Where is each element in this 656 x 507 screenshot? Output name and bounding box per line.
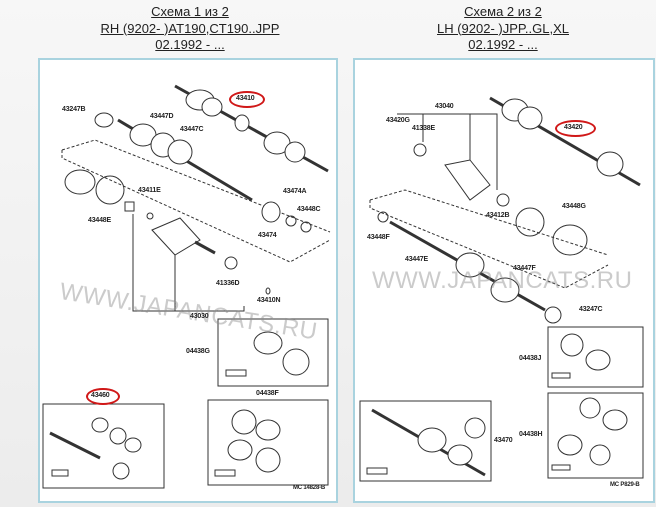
part-label[interactable]: 43410 bbox=[236, 95, 255, 102]
scheme-2-date-link[interactable]: 02.1992 - ... bbox=[468, 37, 538, 52]
part-label[interactable]: 43448G bbox=[562, 203, 586, 210]
highlight-circle bbox=[555, 120, 596, 137]
drive-shaft-assembly-2 bbox=[117, 118, 253, 202]
scheme-1-header: Схема 1 из 2 RH (9202- )AT190,CT190..JPP… bbox=[40, 4, 340, 54]
part-label[interactable]: 43447F bbox=[513, 265, 536, 272]
part-label[interactable]: 41336D bbox=[216, 280, 240, 287]
scheme-1-title-link[interactable]: Схема 1 из 2 bbox=[151, 4, 229, 19]
highlight-circle bbox=[86, 388, 120, 405]
part-label[interactable]: 43448F bbox=[367, 234, 390, 241]
part-label[interactable]: 43447E bbox=[405, 256, 428, 263]
part-label[interactable]: 43247C bbox=[579, 306, 603, 313]
scheme-2-title-link[interactable]: Схема 2 из 2 bbox=[464, 4, 542, 19]
part-label[interactable]: 04438G bbox=[186, 348, 210, 355]
part-label[interactable]: 04438J bbox=[519, 355, 542, 362]
part-label[interactable]: 43474 bbox=[258, 232, 277, 239]
part-label[interactable]: 43460 bbox=[91, 392, 110, 399]
part-label[interactable]: 43412B bbox=[486, 212, 510, 219]
scheme-1-model-link[interactable]: RH (9202- )AT190,CT190..JPP bbox=[100, 20, 280, 36]
part-label[interactable]: 43420G bbox=[386, 117, 410, 124]
scheme-1-date-link[interactable]: 02.1992 - ... bbox=[155, 37, 225, 52]
watermark-2: WWW.JAPANCATS.RU bbox=[372, 267, 633, 294]
part-label[interactable]: 43410N bbox=[257, 297, 281, 304]
part-label[interactable]: 41338E bbox=[412, 125, 435, 132]
diagram-code: MC 14828-B bbox=[293, 485, 326, 491]
scheme-1-diagram-panel[interactable] bbox=[38, 58, 338, 503]
part-label[interactable]: 43448E bbox=[88, 217, 111, 224]
part-label[interactable]: 43447D bbox=[150, 113, 174, 120]
part-label[interactable]: 43448C bbox=[297, 206, 321, 213]
drive-shaft-assembly-3 bbox=[489, 96, 641, 187]
part-label[interactable]: 43030 bbox=[190, 313, 209, 320]
part-label[interactable]: 43474A bbox=[283, 188, 307, 195]
part-label[interactable]: 43420 bbox=[564, 124, 583, 131]
part-label[interactable]: 04438F bbox=[256, 390, 279, 397]
part-label[interactable]: 43247B bbox=[62, 106, 86, 113]
highlight-circle bbox=[229, 91, 265, 108]
part-label[interactable]: 04438H bbox=[519, 431, 543, 438]
part-label[interactable]: 43447C bbox=[180, 126, 204, 133]
scheme-2-model-link[interactable]: LH (9202- )JPP..GL,XL bbox=[437, 20, 569, 36]
part-label[interactable]: 43040 bbox=[435, 103, 454, 110]
part-label[interactable]: 43411E bbox=[138, 187, 161, 194]
diagram-code: MC P829-B bbox=[610, 482, 640, 488]
drive-shaft-assembly-1 bbox=[174, 84, 329, 173]
part-label[interactable]: 43470 bbox=[494, 437, 513, 444]
scheme-2-header: Схема 2 из 2 LH (9202- )JPP..GL,XL 02.19… bbox=[353, 4, 653, 54]
inner-joint bbox=[151, 217, 216, 256]
